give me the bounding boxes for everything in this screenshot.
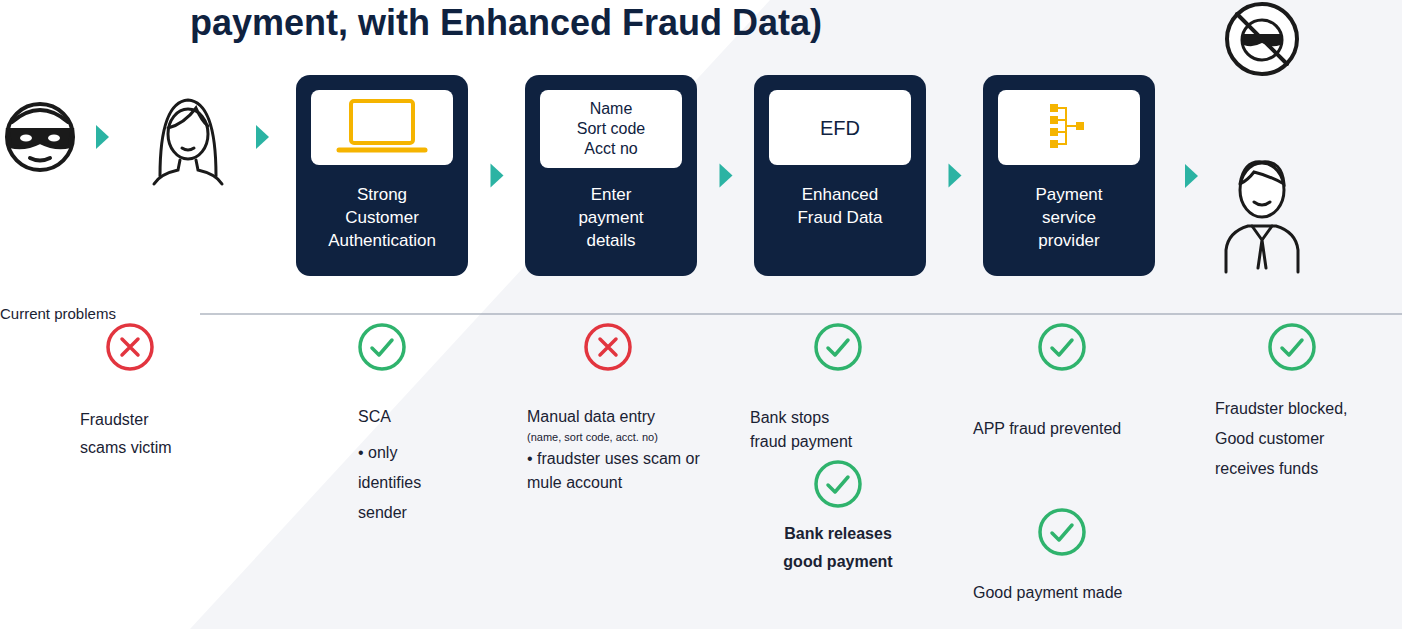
box-label: Payment service provider — [1019, 183, 1119, 252]
cross-mark — [108, 325, 152, 369]
status-marks — [108, 325, 1314, 554]
background-shape — [190, 0, 1402, 629]
flow-arrowhead — [96, 125, 109, 149]
diagram-title: payment, with Enhanced Fraud Data) — [190, 2, 822, 44]
box-label: Strong Customer Authentication — [320, 183, 444, 252]
note-text: Fraudster scams victim — [80, 406, 192, 462]
process-box: Enter payment details Name Sort code Acct… — [525, 75, 697, 276]
divider-line — [200, 313, 1402, 314]
detail-panel: EFD — [769, 90, 911, 165]
flow-arrowhead — [949, 164, 962, 188]
fraudster-icon — [7, 104, 73, 170]
check-mark — [816, 325, 860, 369]
check-mark — [1040, 325, 1084, 369]
flow-arrowhead — [491, 164, 504, 188]
blocked-fraudster-icon — [1227, 4, 1297, 74]
check-mark — [1040, 510, 1084, 554]
victim-icon — [154, 100, 222, 184]
customer-icon — [1226, 162, 1298, 272]
cross-mark — [586, 325, 630, 369]
note-text: Manual data entry — [527, 406, 655, 427]
flow-arrowhead — [256, 125, 269, 149]
note-text: Good payment made — [973, 582, 1122, 603]
flow-arrowhead — [1185, 164, 1198, 188]
process-box: Enhanced Fraud Data EFD — [754, 75, 926, 276]
process-box: Payment service provider — [983, 75, 1155, 276]
flow-arrowhead — [720, 164, 733, 188]
check-mark — [816, 462, 860, 506]
panel-label: Name Sort code Acct no — [574, 99, 648, 159]
box-label: Enter payment details — [561, 183, 661, 252]
panel-label: EFD — [780, 116, 900, 140]
note-text: • fraudster uses scam or mule account — [527, 447, 707, 495]
check-mark — [360, 325, 404, 369]
note-text: Fraudster blocked, Good customer receive… — [1215, 394, 1377, 484]
note-text: (name, sort code, acct. no) — [527, 430, 658, 444]
box-label: Enhanced Fraud Data — [778, 183, 902, 229]
check-mark — [1270, 325, 1314, 369]
note-text: Bank stops fraud payment — [750, 406, 866, 454]
note-text: • only identifies sender — [358, 438, 440, 528]
note-text: APP fraud prevented — [973, 418, 1121, 439]
note-text: SCA — [358, 406, 391, 427]
process-box: Strong Customer Authentication — [296, 75, 468, 276]
note-text: Current problems — [0, 304, 120, 324]
note-text: Bank releases good payment — [770, 520, 906, 576]
detail-panel: Name Sort code Acct no — [540, 90, 682, 168]
